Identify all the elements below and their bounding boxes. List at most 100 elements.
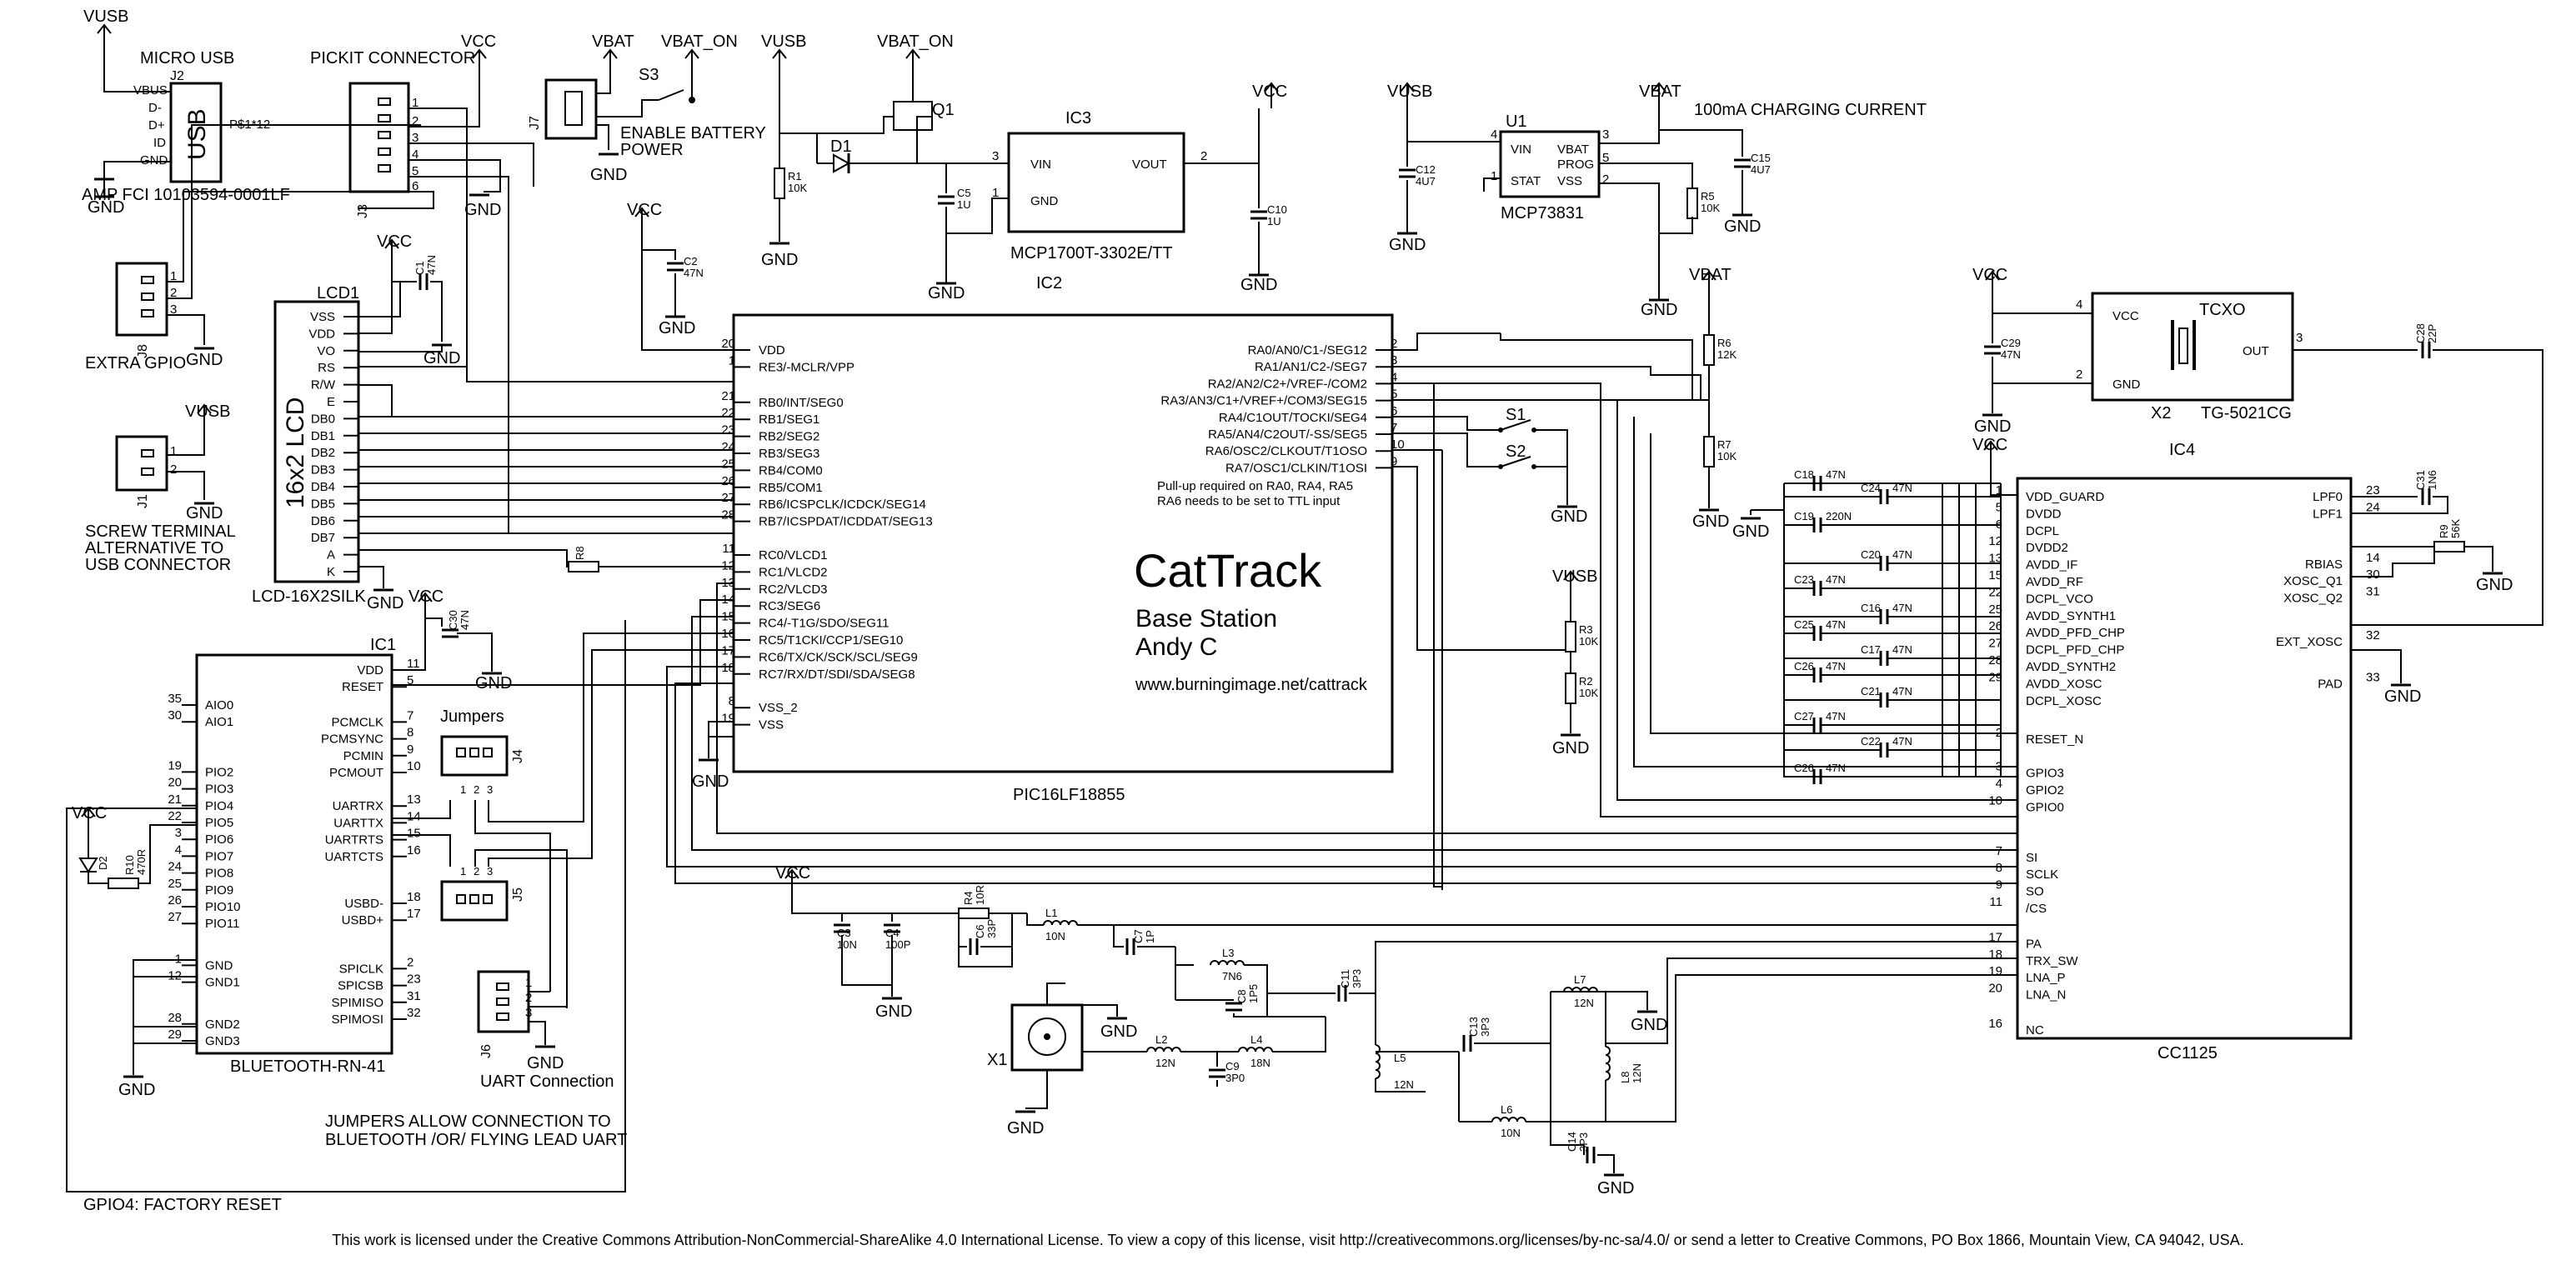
- l1-ref: L1: [1045, 907, 1057, 919]
- radio-left-pin-2-name: DCPL: [2026, 524, 2059, 538]
- battery-charger: VUSB C12 4U7 GND U1 VIN STAT VBAT PROG V…: [1387, 82, 1927, 319]
- lcd-pin-1-name: VDD: [308, 327, 335, 341]
- radio-left-pin-25-name: NC: [2026, 1023, 2044, 1038]
- vcc-net-label-5: VCC: [408, 588, 444, 606]
- pickit-pin-2: 2: [412, 114, 418, 128]
- decap-2-val: 220N: [1826, 510, 1852, 522]
- decap-12-ref: C26: [1794, 762, 1814, 774]
- ldo-part: MCP1700T-3302E/TT: [1010, 244, 1173, 262]
- vcc-net-label-3: VCC: [377, 232, 412, 251]
- bt-right-pin-7-name: UARTTX: [333, 816, 383, 830]
- ldo-ref: IC3: [1065, 109, 1091, 128]
- battery-switch-ref: S3: [639, 66, 659, 84]
- radio-right-pin-2-name: RBIAS: [2305, 558, 2343, 572]
- radio-right-pin-6-name: PAD: [2318, 677, 2343, 691]
- mcu-left-pin-0-num: 20: [721, 337, 735, 351]
- radio-right-pin-3-name: XOSC_Q1: [2283, 574, 2343, 588]
- rf-gnd-label-2: GND: [1100, 1022, 1137, 1041]
- radio-left-pin-10-name: AVDD_SYNTH2: [2026, 660, 2116, 674]
- bt-left-pin-10-name: PIO10: [205, 900, 241, 914]
- l6-val: 10N: [1501, 1127, 1521, 1139]
- c14-val: 3P3: [1577, 1132, 1590, 1152]
- l3-ref: L3: [1222, 947, 1234, 959]
- charger-ref: U1: [1506, 112, 1527, 131]
- bt-right-pin-10-num: 18: [407, 890, 421, 904]
- radio-left-pin-20-num: 11: [1989, 895, 2002, 909]
- mcu-left-pin-11-num: 12: [721, 558, 735, 572]
- c6-val: 33P: [985, 919, 998, 938]
- decap-6-ref: C25: [1794, 618, 1814, 631]
- c4-ref: C4: [885, 927, 900, 939]
- mcu-left-pin-1-num: 1: [729, 353, 735, 368]
- mcu-left-pin-0-name: VDD: [759, 343, 785, 358]
- charger-pin-stat: STAT: [1511, 174, 1541, 188]
- mcu-left-pin-6-num: 25: [721, 457, 735, 471]
- bt-right-pin-3-num: 8: [407, 726, 413, 740]
- antenna-ref: X1: [987, 1051, 1007, 1069]
- pickit-pin-4: 4: [412, 148, 418, 162]
- c30-val: 47N: [459, 610, 471, 630]
- pickit-pin-5: 5: [412, 164, 418, 178]
- usb-ref: J2: [170, 69, 184, 83]
- radio-left-pin-8-num: 26: [1988, 619, 2002, 633]
- mcu-left-pin-18-name: VSS_2: [759, 701, 798, 715]
- c8-val: 1P5: [1247, 984, 1260, 1003]
- decap-9-ref: C21: [1861, 685, 1881, 698]
- bt-left-pin-12-name: GND: [205, 958, 233, 972]
- micro-usb-connector: VUSB MICRO USB J2 USB VBUS D- D+ ID GND …: [82, 8, 290, 217]
- mcu-note-1: Pull-up required on RA0, RA4, RA5: [1157, 479, 1353, 493]
- decap-10-ref: C27: [1794, 710, 1814, 722]
- bt-gnd-label-2: GND: [118, 1081, 155, 1099]
- l2-ref: L2: [1155, 1033, 1167, 1046]
- radio-left-pin-9-name: DCPL_PFD_CHP: [2026, 643, 2124, 658]
- vcc-net-label-4: VCC: [627, 201, 662, 219]
- charger-pin-vbat: VBAT: [1557, 142, 1589, 157]
- bt-left-pin-8-name: PIO8: [205, 867, 233, 881]
- radio-left-pin-7-name: AVDD_SYNTH1: [2026, 609, 2116, 623]
- radio-left-pin-15-num: 4: [1996, 777, 2002, 791]
- tcxo-pin-num-4: 4: [2076, 298, 2082, 312]
- c6-ref: C6: [974, 924, 986, 938]
- led-resistor-val: 470R: [135, 849, 148, 875]
- decap-5-ref: C16: [1861, 602, 1881, 614]
- lcd-pin-9-name: DB3: [311, 463, 335, 478]
- radio-left-pin-11-name: AVDD_XOSC: [2026, 677, 2102, 691]
- vcc-net-label: VCC: [461, 32, 496, 51]
- extra-gpio-connector: 1 2 3 J8 EXTRA GPIO GND: [85, 124, 421, 372]
- brand-title: CatTrack: [1134, 544, 1322, 597]
- uart-pin-1: 1: [525, 976, 532, 990]
- mcu-right-pin-1-num: 3: [1391, 353, 1397, 368]
- radio-left-pin-17-name: SI: [2026, 851, 2037, 865]
- rbias-gnd-label: GND: [2476, 576, 2513, 594]
- radio-left-pin-5-name: AVDD_RF: [2026, 575, 2083, 589]
- led-ref: D2: [97, 856, 109, 870]
- battery-gnd-label: GND: [590, 166, 627, 184]
- usb-pin-dplus: D+: [148, 118, 165, 132]
- bt-right-pin-2-name: PCMCLK: [331, 715, 383, 729]
- bt-right-pin-12-num: 2: [407, 955, 413, 969]
- r5-ref: R5: [1701, 190, 1715, 202]
- jumper-note-1: JUMPERS ALLOW CONNECTION TO: [325, 1112, 611, 1131]
- gpio4-note: GPIO4: FACTORY RESET: [83, 1196, 282, 1214]
- r6-val: 12K: [1717, 348, 1737, 361]
- vusb-net-label: VUSB: [83, 8, 128, 26]
- radio-left-pin-23-name: LNA_P: [2026, 971, 2066, 985]
- decap-1-val: 47N: [1892, 482, 1912, 494]
- mcu-switches: S1 S2 GND VBAT R6 12K R7 10K GND VUSB R3…: [1392, 266, 1737, 758]
- tcxo-ref: X2: [2151, 404, 2171, 422]
- lcd-pin-2-name: VO: [317, 344, 335, 358]
- bt-right-pin-5-num: 10: [407, 759, 421, 773]
- radio-left-pin-1-name: DVDD: [2026, 507, 2062, 521]
- l3-val: 7N6: [1222, 970, 1242, 982]
- ldo-pin-vout: VOUT: [1132, 158, 1167, 172]
- ldo-pin-num-3: 3: [992, 149, 999, 163]
- tcxo-pin-vcc: VCC: [2112, 309, 2139, 323]
- radio-left-pin-5-num: 15: [1988, 568, 2002, 582]
- mcu-right-pin-7-name: RA7/OSC1/CLKIN/T1OSI: [1225, 461, 1367, 475]
- screw-terminal: VUSB 1 2 J1 GND SCREW TERMINAL ALTERNATI…: [85, 402, 236, 574]
- battery-caption-2: POWER: [620, 141, 684, 159]
- bt-left-pin-13-name: GND1: [205, 976, 240, 990]
- radio-ref: IC4: [2169, 441, 2195, 459]
- pickit-pin-3: 3: [412, 131, 418, 145]
- mcu-right-pin-7-num: 9: [1391, 454, 1397, 468]
